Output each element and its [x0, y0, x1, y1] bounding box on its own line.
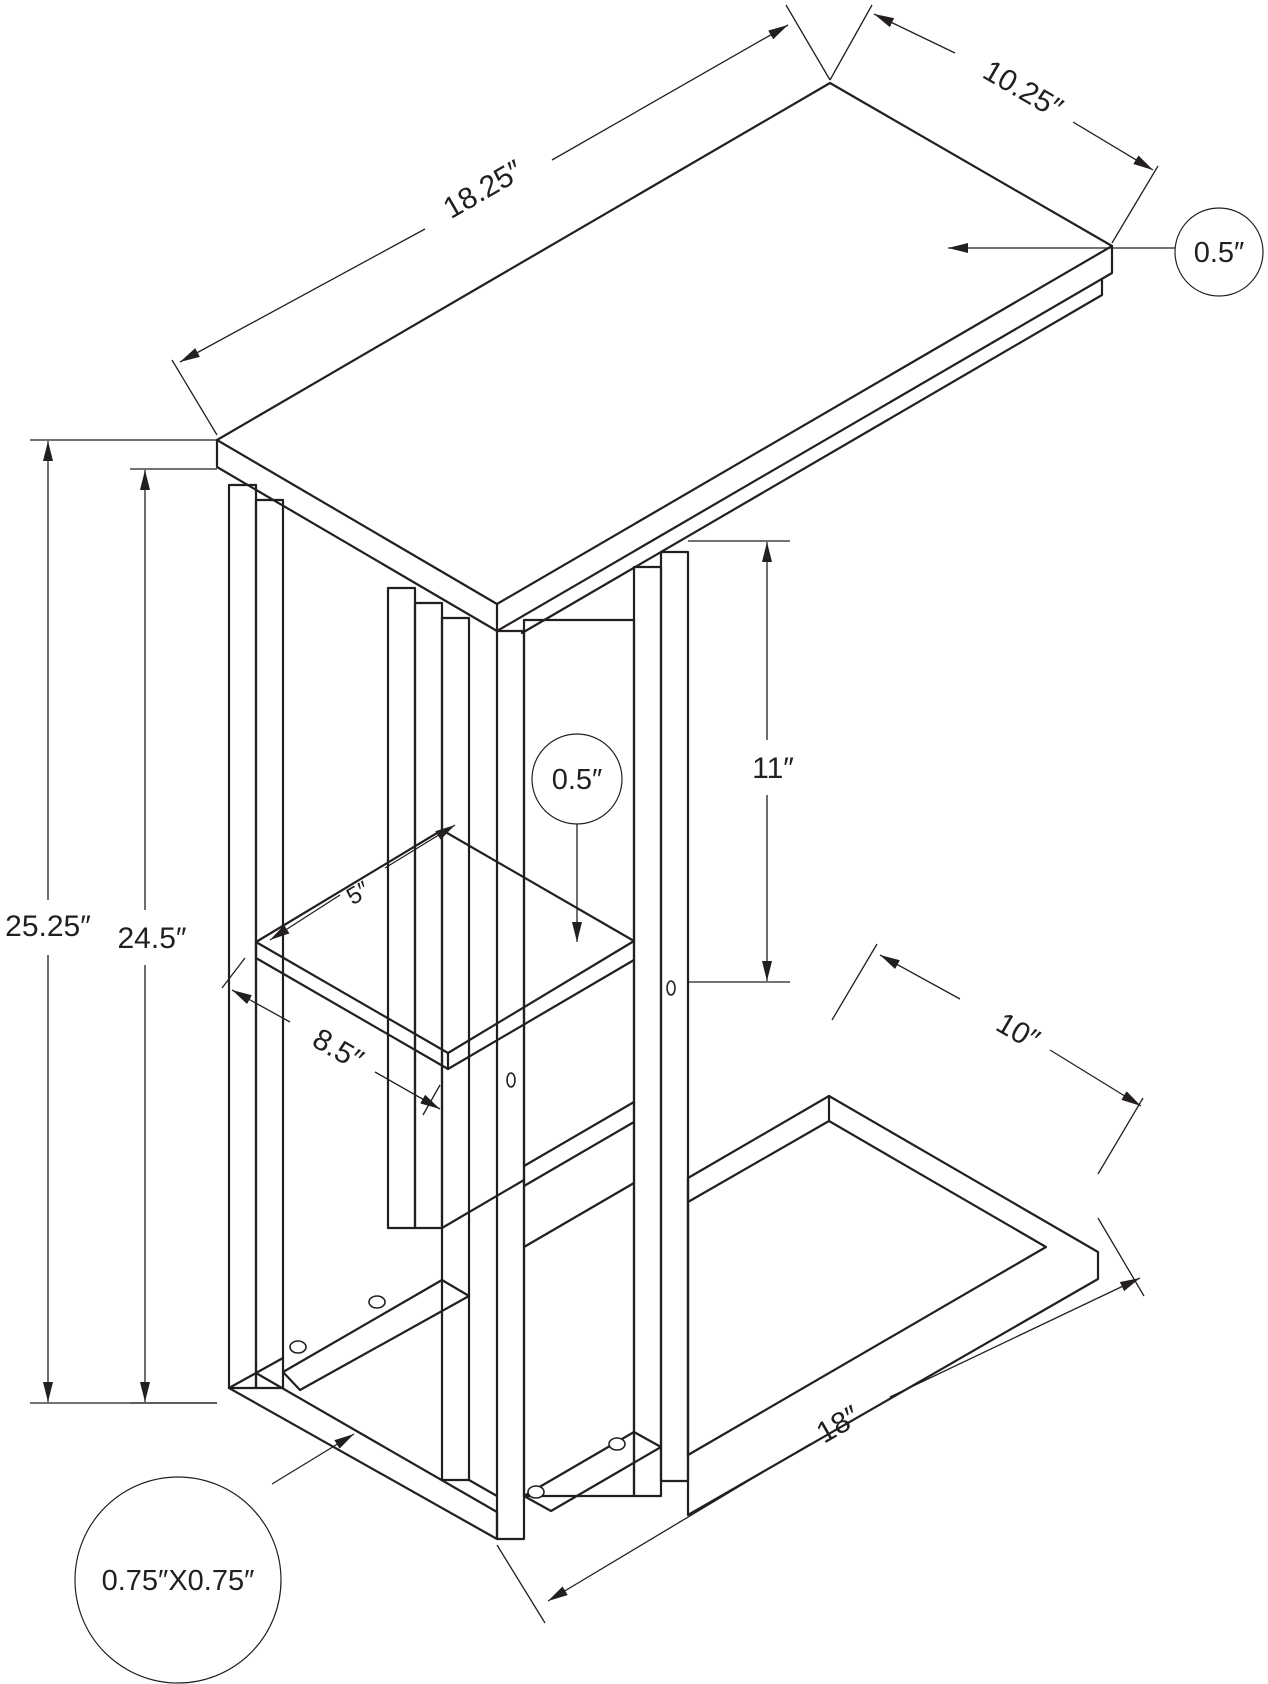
dimension-top-depth: 10.25″ [829, 4, 1159, 244]
dimension-top-clearance: 11″ [688, 540, 794, 983]
screw-hole [506, 1072, 516, 1088]
top-clearance-label: 11″ [752, 752, 794, 785]
screw-hole [368, 1295, 386, 1309]
dimension-base-depth: 10″ [831, 943, 1144, 1175]
frame-height-label: 24.5″ [117, 922, 186, 955]
shelf-width-label: 5″ [342, 876, 375, 911]
dimension-frame-height: 24.5″ [117, 468, 217, 1404]
dimension-base-length: 18″ [496, 1217, 1145, 1624]
total-height-label: 25.25″ [5, 910, 91, 943]
dimension-shelf-width: 5″ [269, 824, 456, 941]
base-length-label: 18″ [811, 1399, 866, 1450]
screw-hole [608, 1437, 626, 1451]
dimension-shelf-depth: 8.5″ [221, 957, 441, 1116]
top-depth-label: 10.25″ [977, 54, 1068, 126]
base-depth-label: 10″ [990, 1006, 1045, 1057]
shelf-depth-label: 8.5″ [307, 1022, 369, 1077]
screw-hole [289, 1340, 307, 1354]
screw-hole [527, 1485, 545, 1499]
shelf-thickness-label: 0.5″ [552, 764, 603, 796]
callout-tube-size: 0.75″X0.75″ [74, 1433, 355, 1684]
callout-top-thickness: 0.5″ [948, 207, 1264, 297]
top-thickness-label: 0.5″ [1194, 237, 1245, 269]
table-top [215, 81, 1114, 635]
top-length-label: 18.25″ [438, 154, 529, 226]
tube-size-label: 0.75″X0.75″ [102, 1565, 255, 1597]
dimension-total-height: 25.25″ [5, 439, 217, 1404]
metal-frame [227, 483, 1100, 1541]
screw-holes [289, 980, 676, 1499]
screw-hole [666, 980, 676, 996]
callout-shelf-thickness: 0.5″ [531, 733, 623, 942]
dimension-top-length: 18.25″ [171, 4, 831, 436]
